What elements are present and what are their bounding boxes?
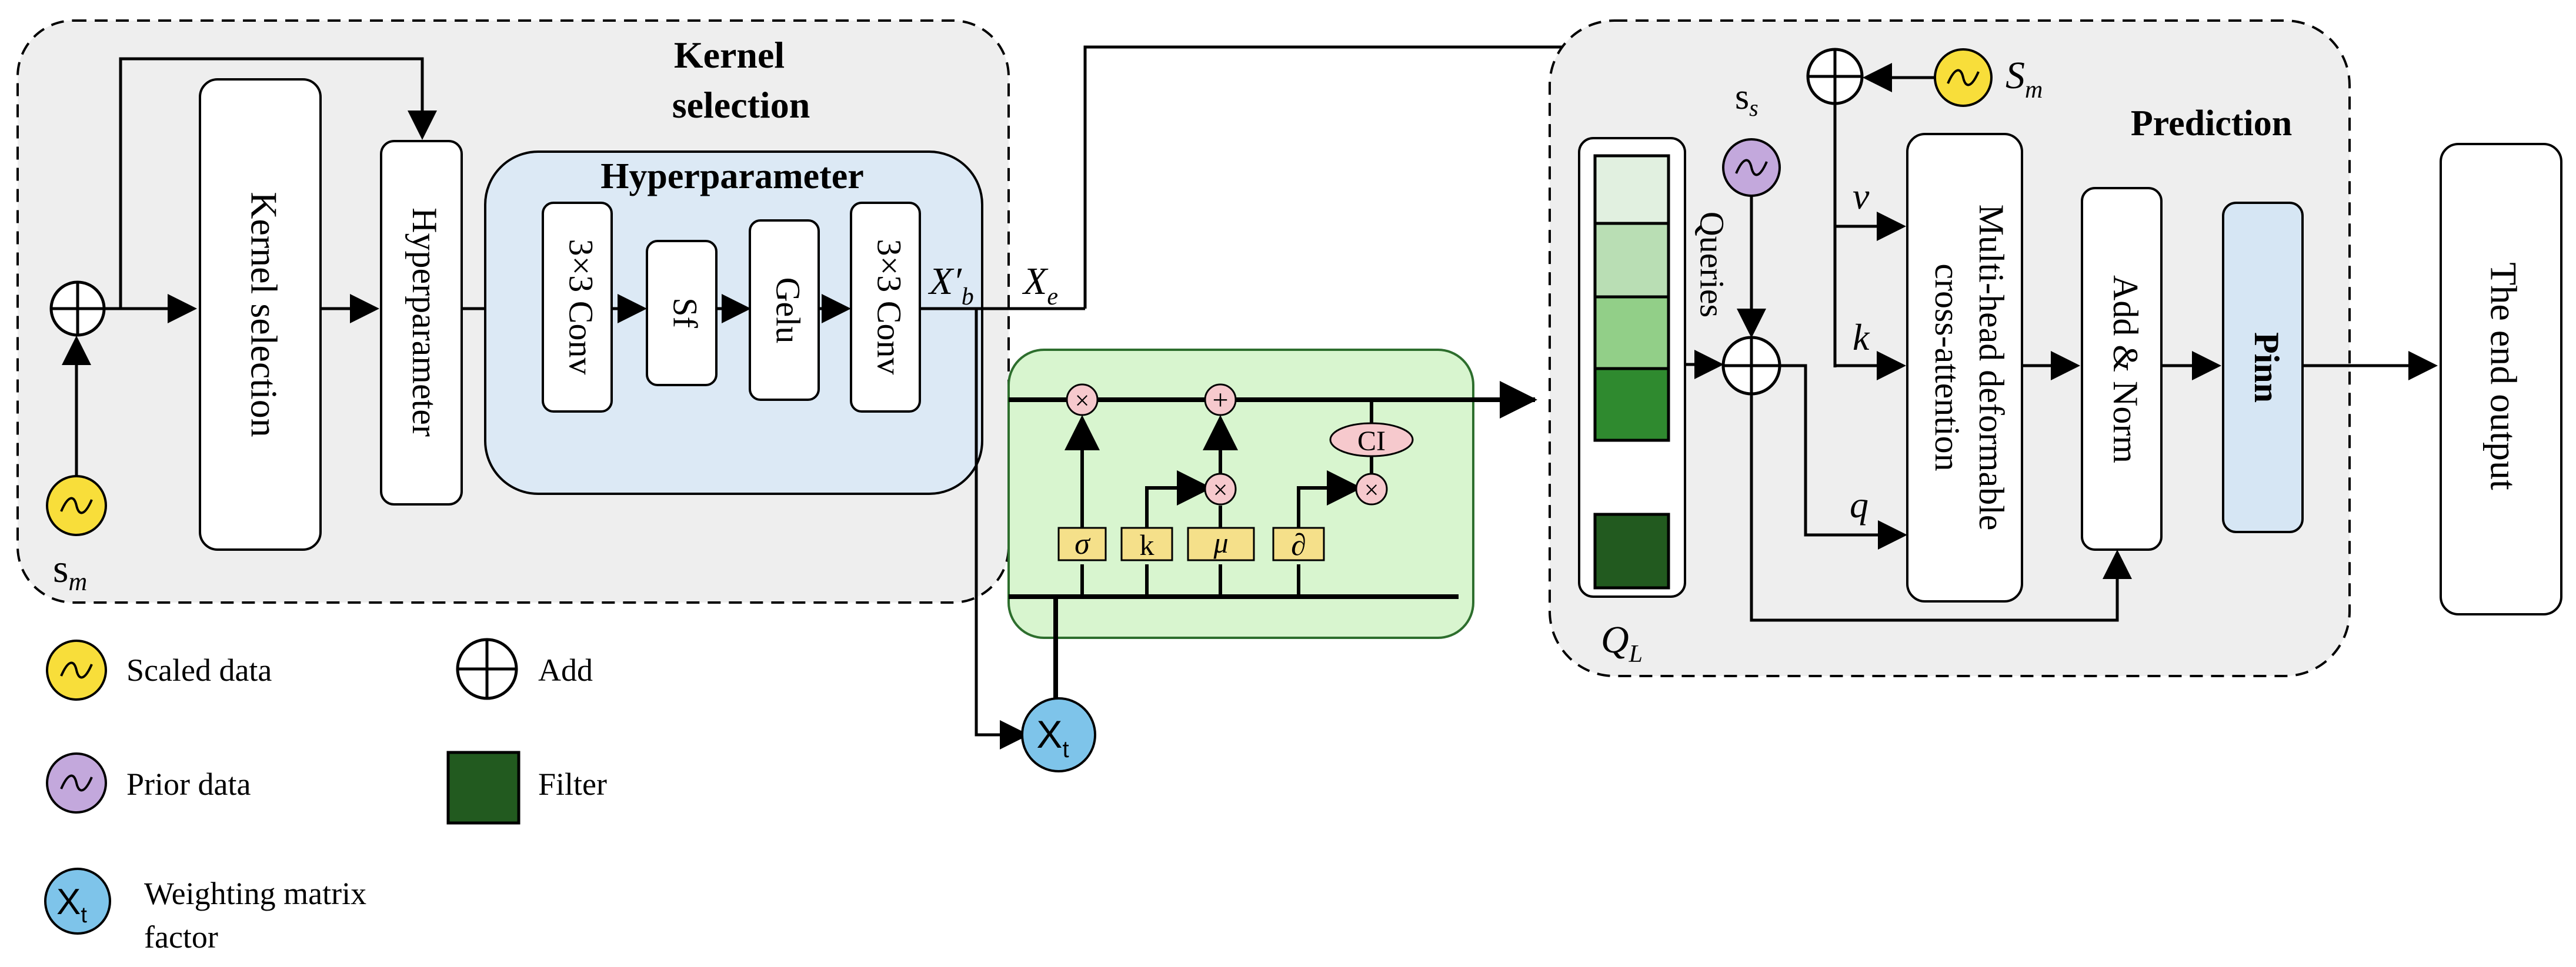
multiply-op-2: × bbox=[1204, 473, 1237, 506]
legend-scaled-icon bbox=[46, 640, 107, 701]
top-add-icon bbox=[1806, 48, 1864, 105]
query-cell-filter bbox=[1593, 513, 1670, 590]
end-output-label: The end output bbox=[2482, 262, 2524, 490]
conv2-label: 3×3 Conv bbox=[870, 239, 909, 375]
xe-label: Xe bbox=[1022, 260, 1058, 310]
add-op: + bbox=[1204, 383, 1237, 416]
queries-label: Queries bbox=[1693, 212, 1731, 317]
kernel-selection-block bbox=[199, 78, 322, 551]
input-sm-label: sm bbox=[53, 546, 87, 596]
prediction-module: Prediction QL Queries ss q bbox=[1549, 19, 2351, 677]
gating-module-frame bbox=[1007, 349, 1474, 639]
svg-text:CI: CI bbox=[1357, 426, 1386, 457]
pinn-block bbox=[2222, 202, 2304, 533]
k-input-label: k bbox=[1853, 316, 1870, 358]
svg-text:Xt: Xt bbox=[56, 882, 87, 928]
pinn-label: Pinn bbox=[2247, 332, 2286, 403]
svg-text:Xt: Xt bbox=[1036, 712, 1069, 762]
legend-add-label: Add bbox=[538, 653, 593, 688]
k-label: k bbox=[1140, 528, 1154, 561]
k-box bbox=[1120, 527, 1173, 561]
weighting-matrix-node: Xt bbox=[1021, 697, 1096, 772]
mu-label: μ bbox=[1213, 526, 1228, 559]
ql-label: QL bbox=[1601, 618, 1643, 668]
sigma-label: σ bbox=[1075, 527, 1091, 561]
query-cell-4 bbox=[1593, 367, 1670, 442]
cross-attention-label-line2: cross-attention bbox=[1928, 263, 1967, 471]
gating-module: σ k μ ∂ × + × × bbox=[1007, 349, 1537, 729]
query-cell-1 bbox=[1593, 154, 1670, 225]
gelu-label: Gelu bbox=[769, 277, 807, 344]
multiply-op-3: × bbox=[1355, 473, 1388, 506]
hyperparameter-block-label: Hyperparameter bbox=[405, 208, 444, 437]
legend: Scaled data Add Prior data Filter Xt Wei… bbox=[44, 638, 607, 955]
query-cell-3 bbox=[1593, 295, 1670, 370]
kernel-module-title-line1: Kernel bbox=[674, 34, 785, 76]
q-label: q bbox=[1850, 484, 1868, 526]
add-norm-block bbox=[2081, 187, 2163, 551]
cross-attention-label-line1: Multi-head deformable bbox=[1972, 205, 2011, 531]
kernel-selection-module: Kernel selection sm Kernel selection Hyp… bbox=[16, 19, 1010, 604]
svg-text:×: × bbox=[1213, 476, 1228, 504]
ss-label: ss bbox=[1735, 77, 1759, 121]
multiply-op-1: × bbox=[1066, 383, 1099, 416]
scaled-data-input-icon bbox=[46, 475, 107, 536]
legend-filter-icon bbox=[446, 751, 520, 825]
xb-label: X′b bbox=[927, 260, 974, 310]
legend-weight-label-line2: factor bbox=[144, 919, 218, 955]
sm-label: Sm bbox=[2006, 54, 2043, 103]
prior-data-icon bbox=[1722, 138, 1781, 197]
end-output-block bbox=[2440, 143, 2562, 615]
kernel-selection-block-label: Kernel selection bbox=[243, 192, 285, 437]
legend-scaled-label: Scaled data bbox=[126, 653, 272, 688]
kernel-module-title-line2: selection bbox=[672, 84, 810, 126]
sf-label: Sf bbox=[666, 297, 705, 328]
legend-add-icon bbox=[456, 638, 518, 700]
sf-block bbox=[646, 240, 718, 386]
legend-filter-label: Filter bbox=[538, 767, 607, 802]
partial-label: ∂ bbox=[1291, 528, 1306, 562]
scaled-data-sm-icon bbox=[1934, 48, 1993, 107]
svg-text:×: × bbox=[1075, 386, 1090, 415]
hyperparameter-group-title: Hyperparameter bbox=[600, 156, 864, 196]
legend-weight-icon: Xt bbox=[44, 868, 111, 935]
add-norm-label: Add & Norm bbox=[2106, 275, 2145, 463]
query-add-icon bbox=[1721, 336, 1781, 396]
legend-prior-label: Prior data bbox=[126, 767, 251, 802]
svg-text:+: + bbox=[1212, 384, 1228, 416]
input-add-icon bbox=[49, 280, 106, 337]
hyperparameter-block bbox=[380, 140, 463, 506]
query-cell-2 bbox=[1593, 222, 1670, 299]
v-label: v bbox=[1853, 175, 1870, 217]
conv1-label: 3×3 Conv bbox=[562, 239, 600, 375]
legend-weight-label-line1: Weighting matrix bbox=[144, 876, 366, 911]
cross-attention-block bbox=[1906, 133, 2023, 603]
ci-op: CI bbox=[1329, 422, 1414, 457]
mu-box bbox=[1187, 527, 1255, 561]
prediction-module-title: Prediction bbox=[2131, 103, 2292, 143]
svg-text:×: × bbox=[1364, 476, 1379, 504]
legend-prior-icon bbox=[46, 752, 107, 814]
